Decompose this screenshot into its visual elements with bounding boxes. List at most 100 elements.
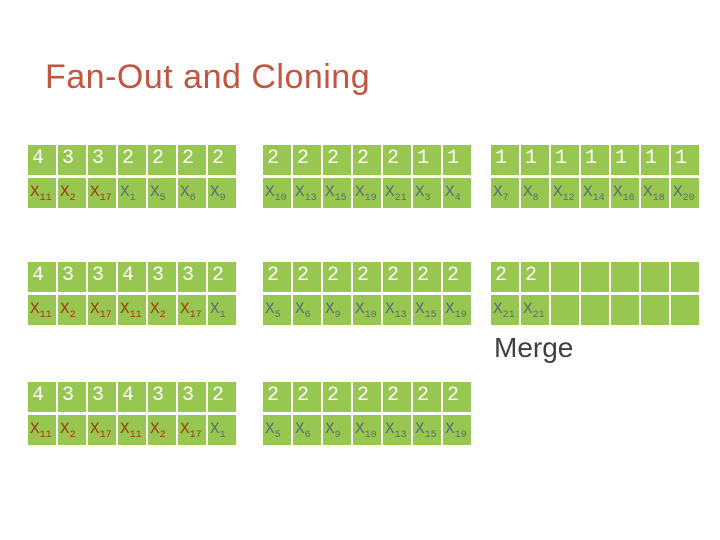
key-cell: X21 [491, 295, 519, 325]
key-cell [611, 295, 639, 325]
count-cell: 2 [353, 145, 381, 175]
count-cell [611, 262, 639, 292]
count-cell: 2 [491, 262, 519, 292]
key-cell: X21 [383, 178, 411, 208]
key-cell [551, 295, 579, 325]
key-cell: X3 [413, 178, 441, 208]
count-cell: 4 [28, 262, 56, 292]
key-cell: X11 [118, 415, 146, 445]
key-cell: X11 [28, 295, 56, 325]
count-cell: 2 [263, 382, 291, 412]
count-cell: 2 [208, 145, 236, 175]
count-cell: 3 [178, 262, 206, 292]
key-cell: X5 [263, 295, 291, 325]
key-cell: X19 [443, 415, 471, 445]
count-cell: 2 [208, 382, 236, 412]
count-cell: 3 [88, 262, 116, 292]
key-cell: X20 [671, 178, 699, 208]
key-cell: X10 [263, 178, 291, 208]
key-cell [641, 295, 669, 325]
key-cell: X10 [353, 295, 381, 325]
key-cell: X2 [58, 415, 86, 445]
key-cell: X17 [88, 415, 116, 445]
key-cell: X6 [178, 178, 206, 208]
key-cell: X11 [118, 295, 146, 325]
key-cell: X15 [323, 178, 351, 208]
count-cell: 2 [323, 262, 351, 292]
key-cell: X17 [178, 295, 206, 325]
count-cell: 2 [521, 262, 549, 292]
key-cell: X6 [293, 415, 321, 445]
count-cell: 1 [443, 145, 471, 175]
key-cell: X12 [551, 178, 579, 208]
key-cell: X2 [148, 415, 176, 445]
count-cell: 3 [148, 262, 176, 292]
key-cell: X9 [208, 178, 236, 208]
count-cell: 2 [323, 145, 351, 175]
count-cell: 3 [178, 382, 206, 412]
key-cell: X18 [641, 178, 669, 208]
key-cell [581, 295, 609, 325]
key-cell: X9 [323, 415, 351, 445]
key-cell: X6 [293, 295, 321, 325]
count-cell: 2 [353, 382, 381, 412]
count-cell: 4 [28, 145, 56, 175]
count-cell: 2 [293, 145, 321, 175]
key-cell: X2 [148, 295, 176, 325]
key-cell: X13 [383, 295, 411, 325]
key-cell: X15 [413, 295, 441, 325]
key-cell: X15 [413, 415, 441, 445]
key-cell: X13 [293, 178, 321, 208]
page-title: Fan-Out and Cloning [45, 58, 371, 96]
count-cell: 3 [88, 382, 116, 412]
count-cell: 4 [118, 382, 146, 412]
key-cell: X2 [58, 295, 86, 325]
count-cell: 2 [383, 382, 411, 412]
count-cell: 3 [148, 382, 176, 412]
count-cell: 3 [88, 145, 116, 175]
count-cell: 2 [383, 145, 411, 175]
key-cell: X7 [491, 178, 519, 208]
key-cell: X4 [443, 178, 471, 208]
count-cell: 2 [323, 382, 351, 412]
count-cell: 2 [178, 145, 206, 175]
count-cell [581, 262, 609, 292]
count-cell: 1 [551, 145, 579, 175]
key-cell [671, 295, 699, 325]
key-cell: X11 [28, 178, 56, 208]
key-cell: X17 [178, 415, 206, 445]
count-cell: 2 [293, 382, 321, 412]
count-cell: 2 [208, 262, 236, 292]
key-cell: X11 [28, 415, 56, 445]
count-cell [551, 262, 579, 292]
count-cell: 2 [263, 262, 291, 292]
key-cell: X8 [521, 178, 549, 208]
count-cell: 1 [671, 145, 699, 175]
count-cell: 2 [383, 262, 411, 292]
key-cell: X9 [323, 295, 351, 325]
merge-label: Merge [494, 332, 574, 363]
count-cell: 1 [491, 145, 519, 175]
count-cell [671, 262, 699, 292]
count-cell: 3 [58, 262, 86, 292]
